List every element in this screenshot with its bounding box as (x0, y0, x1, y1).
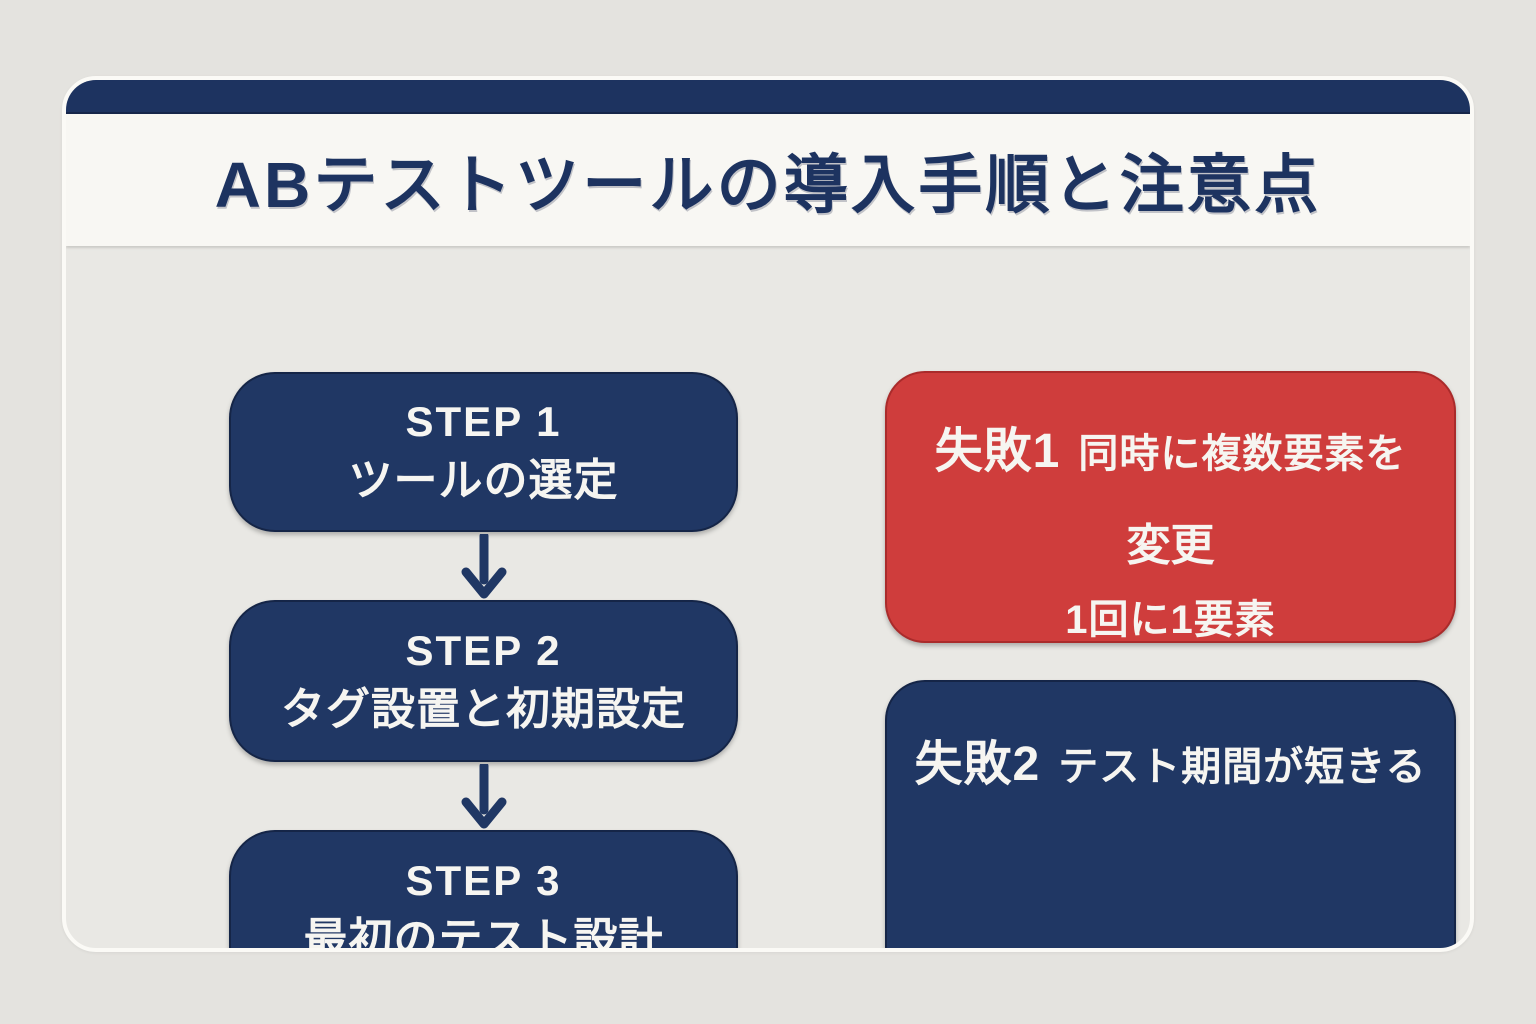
step-2-label: STEP 2 (405, 627, 562, 674)
step-3-box: STEP 3 最初のテスト設計 (229, 830, 738, 952)
step-1-text: ツールの選定 (348, 456, 619, 505)
failure-1-heading: 失敗1 同時に複数要素を (887, 411, 1454, 481)
step-3-label: STEP 3 (405, 857, 562, 904)
failure-1-text: 同時に複数要素を (1078, 432, 1407, 476)
failure-2-text: テスト期間が短きる (1058, 745, 1427, 789)
arrow-down-icon (461, 764, 507, 829)
card-header-bar (66, 80, 1470, 114)
failure-1-line2: 変更 (1126, 521, 1215, 570)
page-title: ABテストツールの導入手順と注意点 (214, 149, 1322, 221)
failure-2-heading: 失敗2 テスト期間が短きる (887, 724, 1454, 794)
title-band: ABテストツールの導入手順と注意点 (66, 114, 1470, 246)
failure-2-box: 失敗2 テスト期間が短きる (885, 680, 1456, 948)
arrow-down-icon (461, 534, 507, 599)
step-3-text: 最初のテスト設計 (303, 915, 664, 952)
step-2-box: STEP 2 タグ設置と初期設定 (229, 600, 738, 762)
infographic-card: ABテストツールの導入手順と注意点 STEP 1 ツールの選定 STEP 2 タ… (62, 76, 1474, 952)
failure-1-label: 失敗1 (934, 425, 1061, 478)
step-2-text: タグ設置と初期設定 (281, 685, 686, 734)
failure-1-line3: 1回に1要素 (1065, 598, 1276, 642)
failure-2-label: 失敗2 (914, 738, 1041, 791)
step-1-label: STEP 1 (405, 398, 562, 445)
step-1-box: STEP 1 ツールの選定 (229, 372, 738, 532)
failure-1-box: 失敗1 同時に複数要素を 変更 1回に1要素 (885, 371, 1456, 643)
